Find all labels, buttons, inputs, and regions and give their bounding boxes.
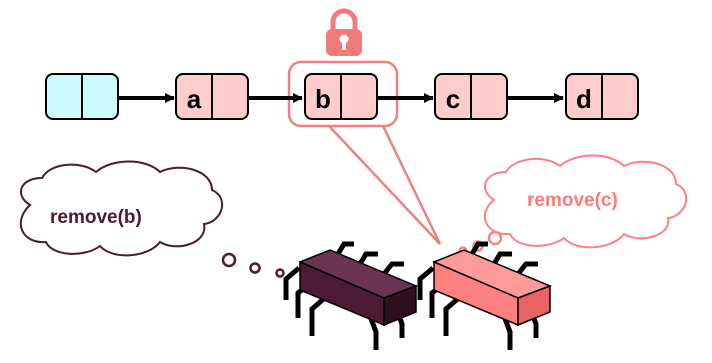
- thought-dot-small: [275, 268, 285, 278]
- thought-dot-large: [221, 252, 237, 268]
- thought-bubble-right: remove(c): [458, 154, 688, 256]
- lock-highlight: [287, 60, 442, 245]
- processor-chip-icon: [283, 241, 419, 350]
- list-node-d: d: [565, 73, 639, 120]
- thought-dot-medium: [249, 262, 261, 274]
- node-d-label: d: [576, 84, 592, 114]
- node-b-label: b: [315, 84, 331, 114]
- node-c-label: c: [446, 84, 460, 114]
- list-node-a: a: [175, 73, 249, 120]
- node-a-label: a: [187, 84, 202, 114]
- list-node-b: b: [304, 73, 378, 120]
- processor-chip-icon: [417, 241, 553, 350]
- thought-bubble-left: remove(b): [19, 160, 285, 278]
- thought-text-remove-c: remove(c): [527, 190, 618, 211]
- list-node-c: c: [434, 73, 508, 120]
- thought-text-remove-b: remove(b): [50, 207, 142, 228]
- thought-dot-large: [487, 230, 503, 246]
- list-node-head: [45, 73, 119, 120]
- padlock-icon: [326, 8, 362, 56]
